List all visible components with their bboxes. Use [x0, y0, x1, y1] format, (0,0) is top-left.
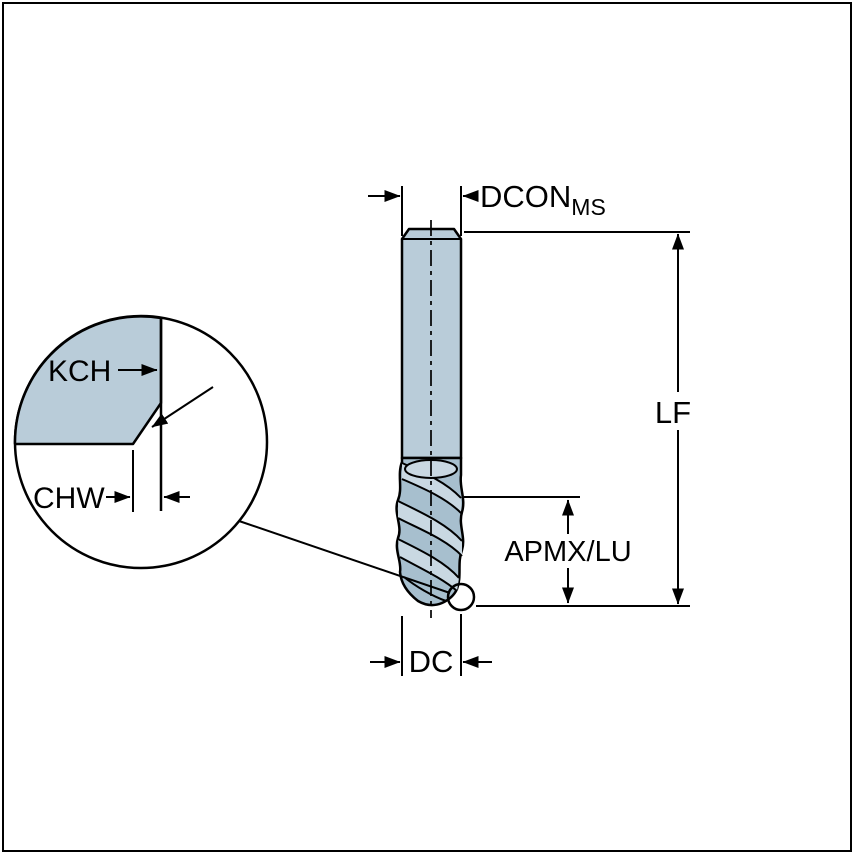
flute-band [398, 539, 459, 591]
lf-label-background [650, 392, 698, 430]
end-mill-drawing [395, 220, 465, 618]
corner-section [13, 315, 163, 446]
chamfer-angle-arrow [151, 386, 214, 428]
dimension-dc: DC [370, 614, 492, 679]
chw-label: CHW [33, 482, 105, 515]
apmx-label: APMX/LU [504, 536, 631, 568]
kch-label: KCH [48, 355, 111, 388]
detail-marker-circle [446, 582, 476, 612]
dcon-label: DCONMS [480, 179, 606, 220]
dcon-label-main: DCON [480, 179, 571, 214]
detail-view: KCH CHW [13, 314, 269, 570]
dc-label: DC [409, 644, 454, 679]
dimension-apmx: APMX/LU [464, 496, 632, 604]
dimension-dcon: DCONMS [368, 179, 606, 236]
detail-leader-line [238, 520, 451, 594]
dcon-label-subscript: MS [571, 194, 606, 220]
lf-label: LF [655, 395, 691, 430]
flute-section [395, 456, 465, 607]
apmx-label-background [504, 534, 632, 568]
dimension-lf: LF [464, 231, 698, 607]
